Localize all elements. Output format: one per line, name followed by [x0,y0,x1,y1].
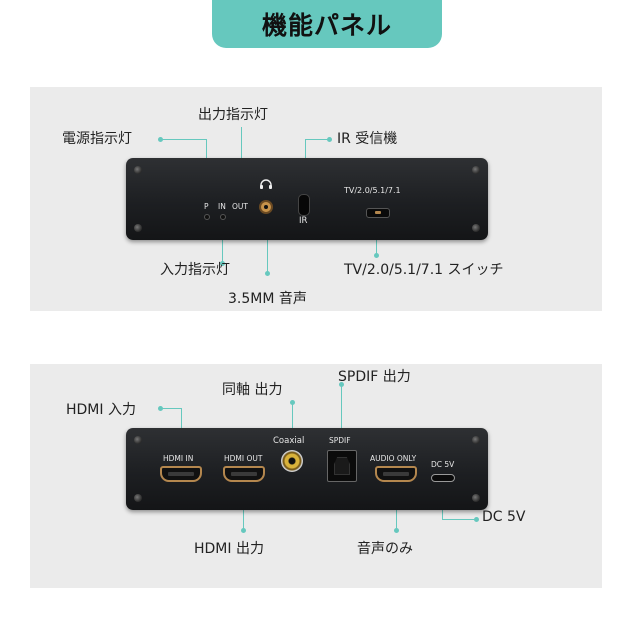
callout-dot [158,406,163,411]
coaxial-port [281,450,303,472]
screw-icon [472,436,480,444]
screw-icon [134,224,142,232]
usb-c-power-port [431,474,455,482]
screw-icon [134,436,142,444]
power-led [204,214,210,220]
callout-dot [394,528,399,533]
audio-only-print: AUDIO ONLY [370,454,417,463]
power-led-label: 電源指示灯 [62,131,132,147]
mode-switch[interactable] [366,208,390,218]
coaxial-out-label: 同軸 出力 [222,382,283,398]
device-front-panel: P IN OUT IR TV/2.0/5.1/7.1 [126,158,488,240]
callout-line [442,519,476,520]
callout-line [267,217,268,275]
spdif-out-label: SPDIF 出力 [338,369,411,385]
screw-icon [134,166,142,174]
callout-line [160,408,181,409]
p-print: P [204,202,209,211]
headphone-icon [260,179,272,189]
ir-print: IR [299,216,308,226]
hdmi-in-label: HDMI 入力 [66,402,136,418]
dc5v-print: DC 5V [431,460,455,469]
audio-jack-35 [259,200,273,214]
screw-icon [134,494,142,502]
callout-dot [158,137,163,142]
switch-label: TV/2.0/5.1/7.1 スイッチ [344,262,504,278]
input-led-label: 入力指示灯 [160,262,230,278]
callout-dot [220,261,225,266]
callout-dot [241,528,246,533]
spdif-print: SPDIF [329,436,351,445]
switch-modes-print: TV/2.0/5.1/7.1 [344,186,401,195]
dc5v-label: DC 5V [482,509,526,525]
input-led [220,214,226,220]
audio-only-label: 音声のみ [357,541,413,557]
audio-35-label: 3.5MM 音声 [228,291,307,307]
screw-icon [472,494,480,502]
in-print: IN [218,202,226,211]
hdmi-out-print: HDMI OUT [224,454,263,463]
callout-dot [327,137,332,142]
screw-icon [472,166,480,174]
hdmi-out-port [223,466,265,482]
callout-line [222,215,223,265]
spdif-port [327,450,357,482]
hdmi-out-label: HDMI 出力 [194,541,264,557]
screw-icon [472,224,480,232]
callout-dot [374,253,379,258]
coaxial-print: Coaxial [273,436,305,446]
device-rear-panel: HDMI IN HDMI OUT Coaxial SPDIF AUDIO ONL… [126,428,488,510]
output-led-label: 出力指示灯 [198,107,268,123]
out-print: OUT [232,202,248,211]
ir-receiver-label: IR 受信機 [337,131,398,147]
hdmi-in-port [160,466,202,482]
page-title: 機能パネル [212,0,442,48]
audio-only-hdmi-port [375,466,417,482]
callout-dot [265,271,270,276]
callout-line [160,139,206,140]
callout-line [341,384,342,462]
callout-dot [290,400,295,405]
callout-line [305,139,329,140]
ir-window [298,194,310,216]
hdmi-in-print: HDMI IN [163,454,194,463]
callout-dot [474,517,479,522]
callout-dot [339,382,344,387]
